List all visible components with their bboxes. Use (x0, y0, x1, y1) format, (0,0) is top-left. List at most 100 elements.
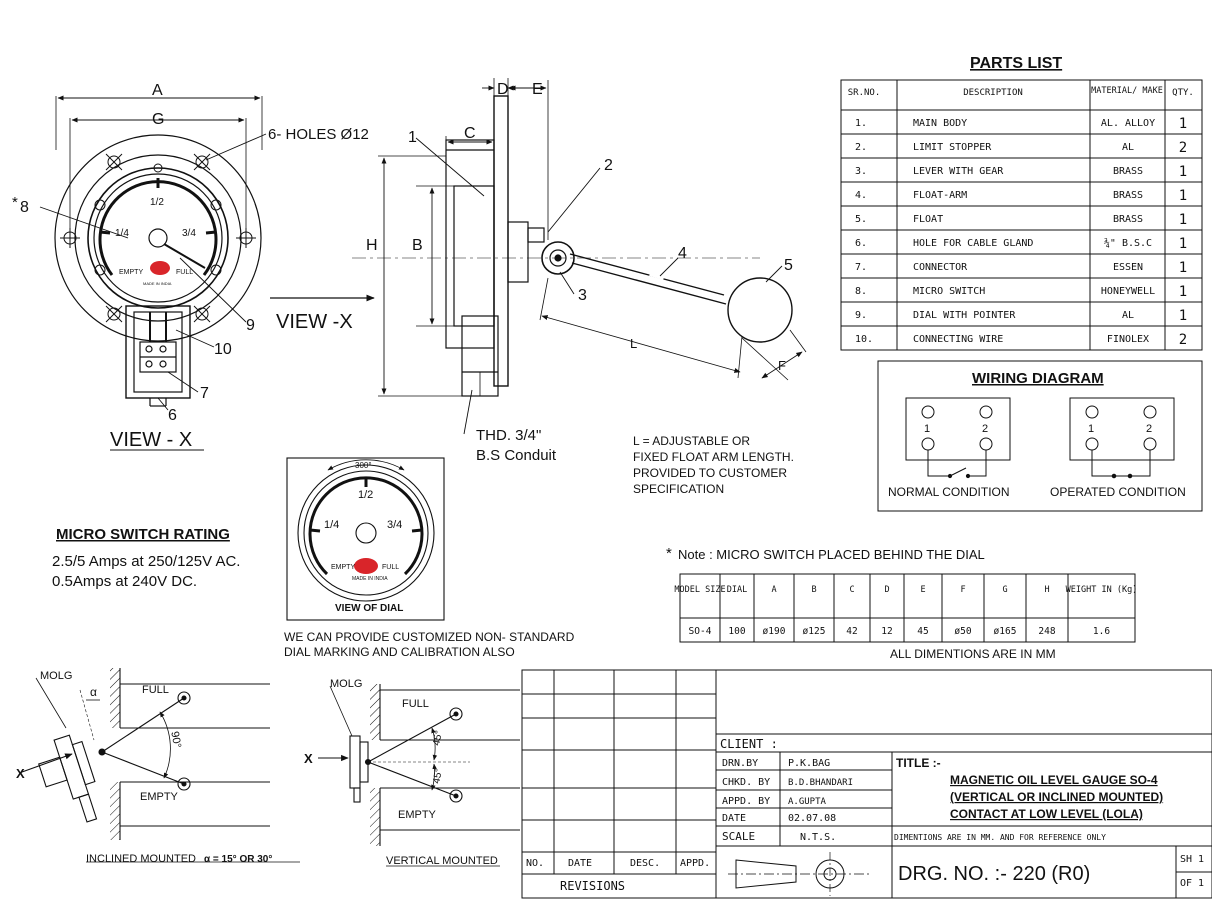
parts-row-description: CONNECTING WIRE (913, 334, 1003, 345)
dim-table-header: MODEL SIZE (674, 585, 725, 595)
parts-row-qty: 1 (1179, 212, 1187, 228)
view-x-dim-g: G (152, 111, 164, 128)
reference-note: DIMENTIONS ARE IN MM. AND FOR REFERENCE … (894, 833, 1106, 842)
view-x-title: VIEW - X (110, 429, 192, 451)
rev-appd-header: APPD. (680, 858, 710, 869)
parts-row-description: FLOAT (913, 214, 943, 225)
parts-header-qty: QTY. (1172, 88, 1194, 98)
dim-table-header: G (1002, 585, 1007, 595)
view-x-front-drawing (39, 95, 267, 451)
side-dim-b: B (412, 237, 423, 254)
vertical-empty: EMPTY (398, 809, 437, 821)
parts-row-description: MAIN BODY (913, 118, 967, 129)
appd-by-value: A.GUPTA (788, 797, 827, 807)
rev-no-header: NO. (526, 858, 544, 869)
side-dim-c: C (464, 125, 476, 142)
inclined-caption-alpha: α = 15° OR 30° (204, 854, 272, 865)
vertical-molg: MOLG (330, 678, 362, 690)
inclined-full: FULL (142, 684, 169, 696)
parts-row-qty: 1 (1179, 260, 1187, 276)
drawing-number: DRG. NO. :- 220 (R0) (898, 863, 1090, 885)
note-l-line4: SPECIFICATION (633, 482, 724, 496)
sheet-of: OF 1 (1180, 878, 1204, 889)
note-l-line3: PROVIDED TO CUSTOMER (633, 466, 787, 480)
vertical-x: X (304, 751, 313, 766)
parts-row-material: ¾" B.S.C (1104, 237, 1152, 249)
dial-view-quarter: 1/4 (324, 519, 339, 531)
date-value: 02.07.08 (788, 813, 836, 824)
callout-8-star: * (12, 194, 18, 211)
parts-row-srno: 9. (855, 310, 867, 321)
note-l-line2: FIXED FLOAT ARM LENGTH. (633, 450, 794, 464)
dial-label-three-quarter: 3/4 (182, 228, 196, 239)
callout-10: 10 (214, 341, 232, 358)
parts-row-qty: 1 (1179, 164, 1187, 180)
dial-note-line2: DIAL MARKING AND CALIBRATION ALSO (284, 645, 515, 659)
parts-row-srno: 6. (855, 238, 867, 249)
parts-row-material: BRASS (1113, 166, 1143, 177)
parts-row-description: CONNECTOR (913, 262, 968, 273)
scale-label: SCALE (722, 830, 755, 843)
note-micro-switch: Note : MICRO SWITCH PLACED BEHIND THE DI… (678, 547, 985, 562)
dim-table-cell: 1.6 (1093, 626, 1110, 637)
dial-view-full: FULL (382, 564, 399, 571)
dial-label-full: FULL (176, 269, 193, 276)
view-x-arrow-label: VIEW -X (276, 311, 353, 333)
callout-1: 1 (408, 129, 417, 146)
side-dim-e: E (532, 81, 543, 98)
side-dim-l: L (630, 336, 637, 351)
inclined-x: X (16, 766, 25, 781)
parts-list-title: PARTS LIST (970, 55, 1062, 72)
parts-row-material: BRASS (1113, 190, 1143, 201)
wiring-normal-t1: 1 (924, 423, 930, 435)
dim-table-header: WEIGHT IN (Kg) (1066, 585, 1138, 595)
parts-header-srno: SR.NO. (848, 88, 881, 98)
chkd-by-value: B.D.BHANDARI (788, 778, 853, 788)
dim-table-cell: 12 (881, 626, 892, 637)
callout-2: 2 (604, 157, 613, 174)
vertical-angle-down: 45° (431, 768, 444, 785)
appd-by-label: APPD. BY (722, 796, 770, 807)
date-label: DATE (722, 813, 746, 824)
callout-4: 4 (678, 245, 687, 262)
sheet-number: SH 1 (1180, 854, 1204, 865)
brand-logo-dial (354, 558, 378, 574)
dial-view-three-quarter: 3/4 (387, 519, 402, 531)
inclined-angle: 90° (168, 730, 183, 748)
dial-arc-angle: 300° (355, 461, 372, 470)
vertical-full: FULL (402, 698, 429, 710)
callout-8: 8 (20, 199, 29, 216)
parts-header-description: DESCRIPTION (963, 88, 1023, 98)
dial-label-half: 1/2 (150, 197, 164, 208)
dim-table-header: E (920, 585, 925, 595)
parts-row-description: FLOAT-ARM (913, 190, 967, 201)
dim-table-header: A (771, 585, 776, 595)
parts-row-material: AL (1122, 142, 1134, 153)
dim-table-border (679, 573, 1136, 643)
dim-table-cell: 45 (917, 626, 928, 637)
rev-desc-header: DESC. (630, 858, 660, 869)
parts-row-material: BRASS (1113, 214, 1143, 225)
parts-row-material: AL. ALLOY (1101, 118, 1155, 129)
thread-label-line2: B.S Conduit (476, 447, 557, 464)
dim-table-cell: ø125 (803, 626, 826, 637)
parts-row-srno: 8. (855, 286, 867, 297)
wiring-title: WIRING DIAGRAM (972, 370, 1104, 387)
inclined-mount-drawing (21, 668, 300, 863)
vertical-angle-up: 45° (431, 730, 444, 747)
dim-table-cell: 42 (846, 626, 857, 637)
parts-row-srno: 3. (855, 166, 867, 177)
dial-note-line1: WE CAN PROVIDE CUSTOMIZED NON- STANDARD (284, 630, 575, 644)
parts-row-qty: 1 (1179, 284, 1187, 300)
parts-row-srno: 5. (855, 214, 867, 225)
title-line-3: CONTACT AT LOW LEVEL (LOLA) (950, 807, 1143, 821)
parts-row-material: HONEYWELL (1101, 286, 1155, 297)
callout-3: 3 (578, 287, 587, 304)
parts-row-material: AL (1122, 310, 1134, 321)
parts-row-srno: 4. (855, 190, 867, 201)
parts-header-material: MATERIAL/ MAKE (1091, 86, 1163, 96)
parts-row-description: MICRO SWITCH (913, 286, 985, 297)
wiring-operated-t1: 1 (1088, 423, 1094, 435)
